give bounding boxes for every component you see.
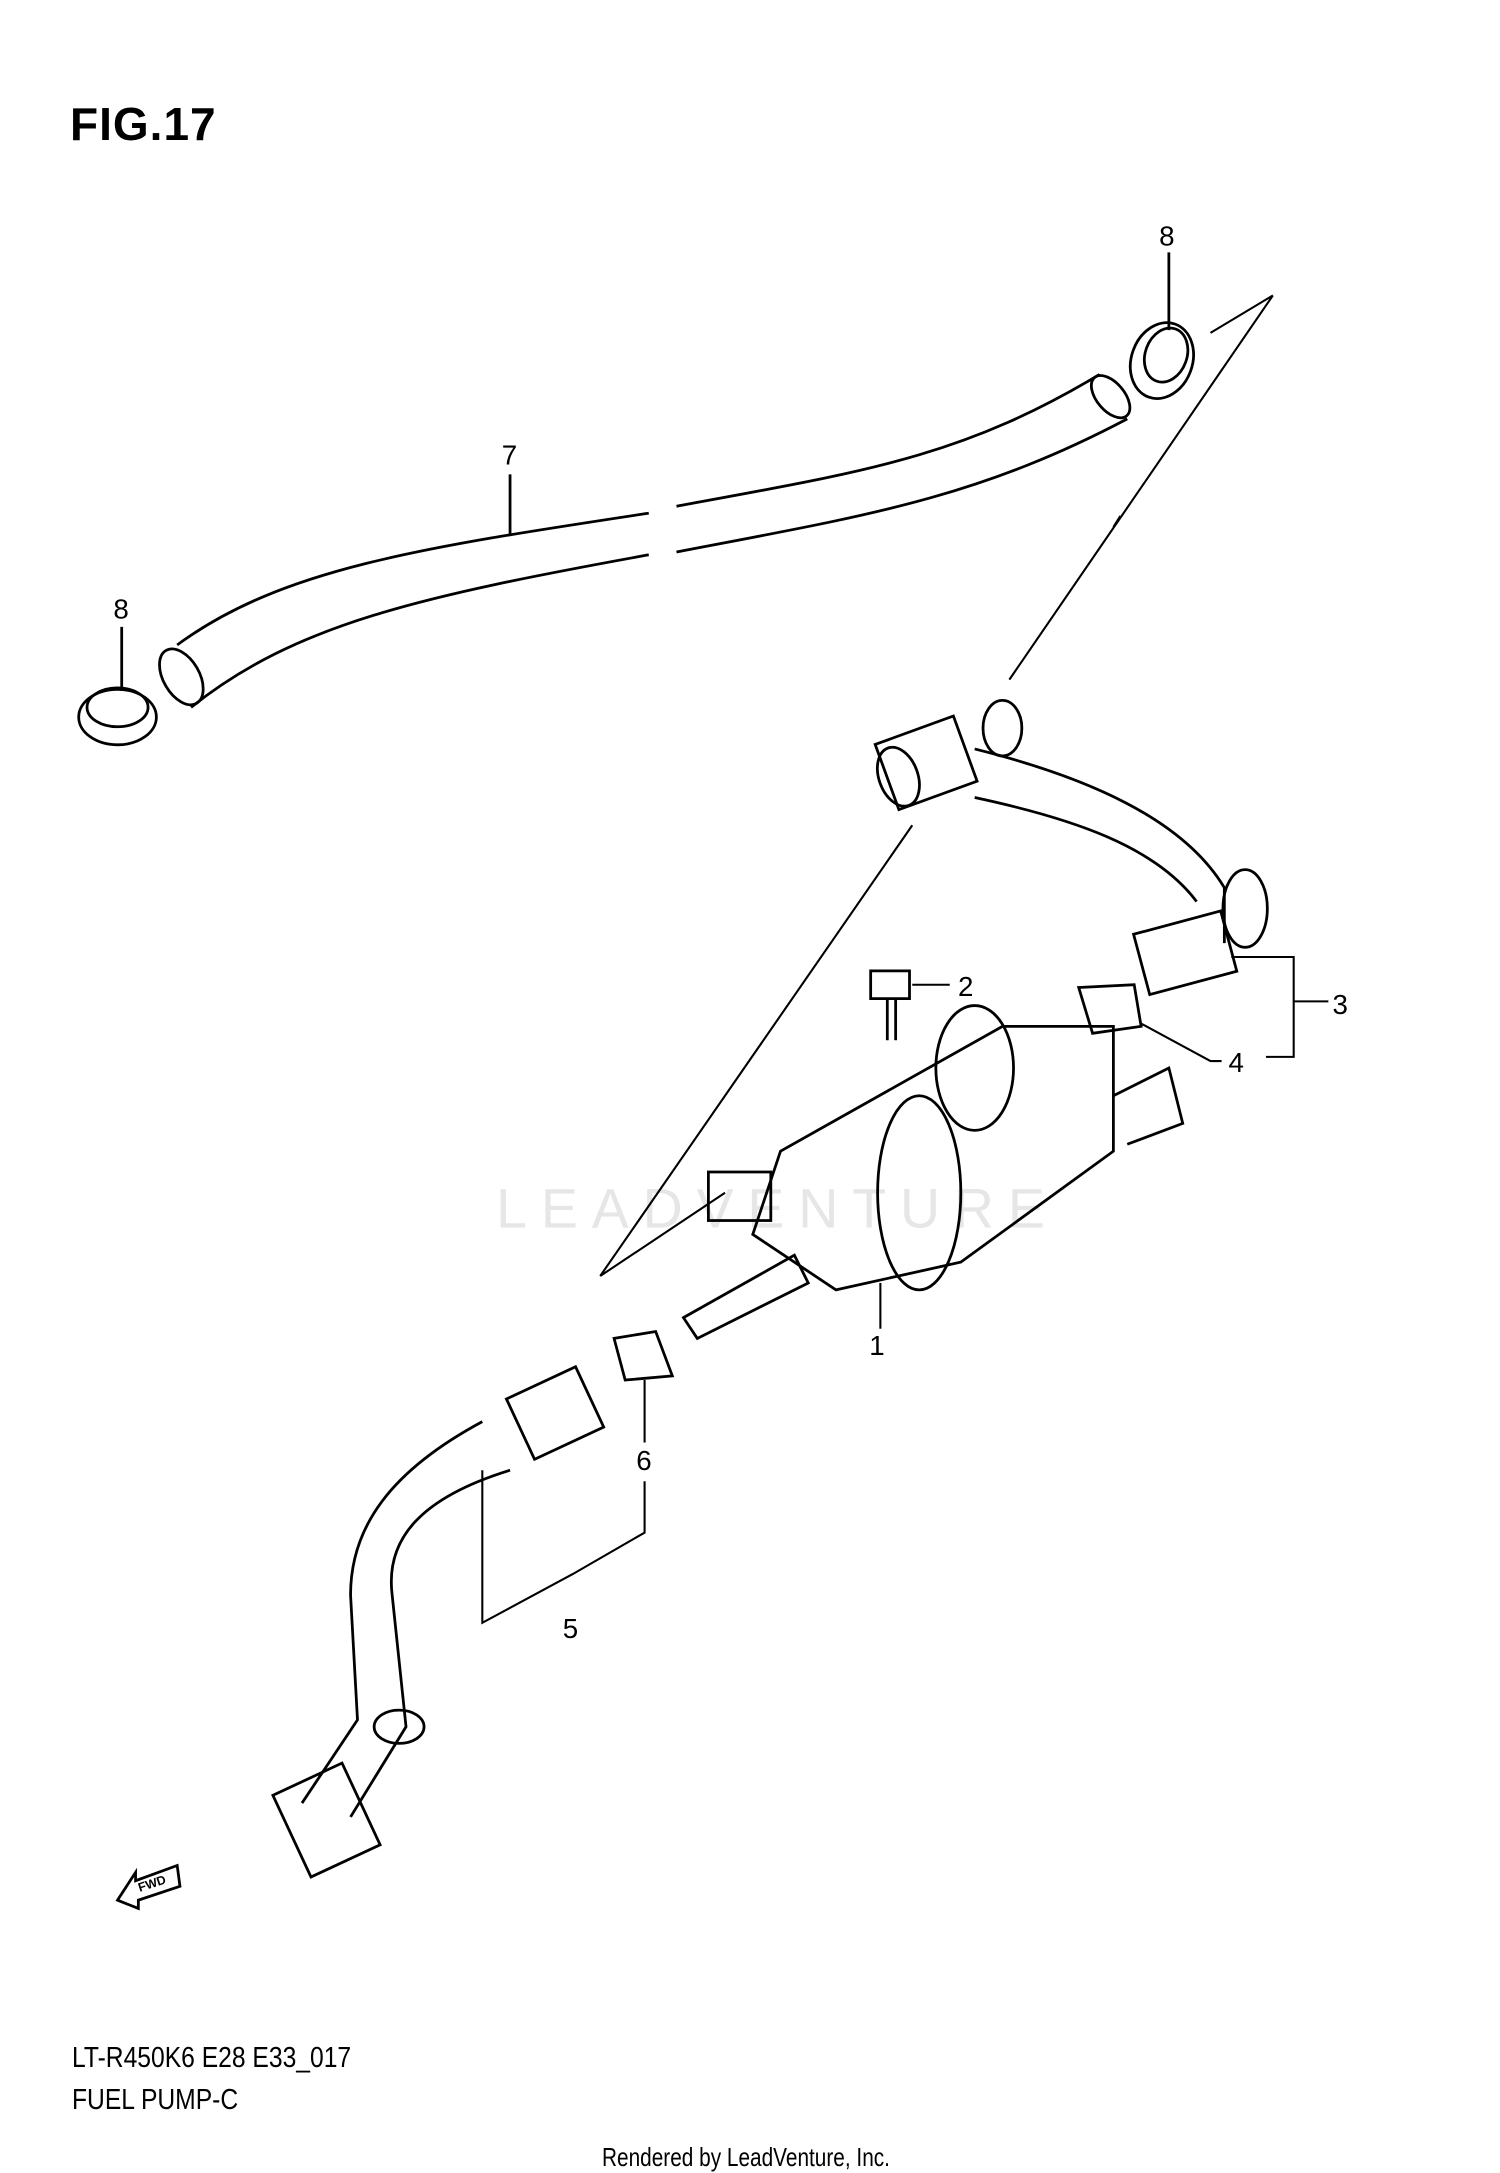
callout-8-left: 8 — [113, 594, 128, 625]
fuel-pump-1[interactable] — [681, 1004, 1185, 1341]
callout-6: 6 — [636, 1445, 651, 1476]
figure-title: FIG.17 — [70, 98, 217, 150]
callout-8-right: 8 — [1159, 220, 1174, 251]
clip-6[interactable] — [612, 1329, 675, 1382]
guide-line — [1008, 294, 1274, 681]
callout-7: 7 — [502, 440, 517, 471]
leader-line — [1140, 1022, 1222, 1063]
clamp-8-right[interactable] — [1120, 314, 1204, 408]
hose-7[interactable] — [150, 369, 1137, 713]
callout-3: 3 — [1333, 989, 1348, 1020]
hose-3[interactable] — [870, 699, 1269, 997]
watermark: LEADVENTURE — [496, 1177, 1059, 1239]
leader-line — [1231, 955, 1329, 1058]
clamp-8-left[interactable] — [77, 686, 158, 747]
model-code: LT-R450K6 E28 E33_017 — [72, 2042, 352, 2074]
callout-2: 2 — [958, 971, 973, 1002]
callout-5: 5 — [563, 1613, 578, 1644]
fwd-arrow-icon: FWD — [115, 1863, 182, 1911]
hose-5[interactable] — [271, 1364, 606, 1879]
bolt-2[interactable] — [869, 969, 911, 1041]
footer-credit: Rendered by LeadVenture, Inc. — [602, 2142, 890, 2172]
guide-line — [599, 824, 914, 1277]
leader-line — [481, 1380, 646, 1625]
section-name: FUEL PUMP-C — [72, 2084, 239, 2116]
callout-1: 1 — [869, 1330, 884, 1361]
clip-4[interactable] — [1076, 983, 1143, 1035]
callout-4: 4 — [1229, 1047, 1244, 1078]
